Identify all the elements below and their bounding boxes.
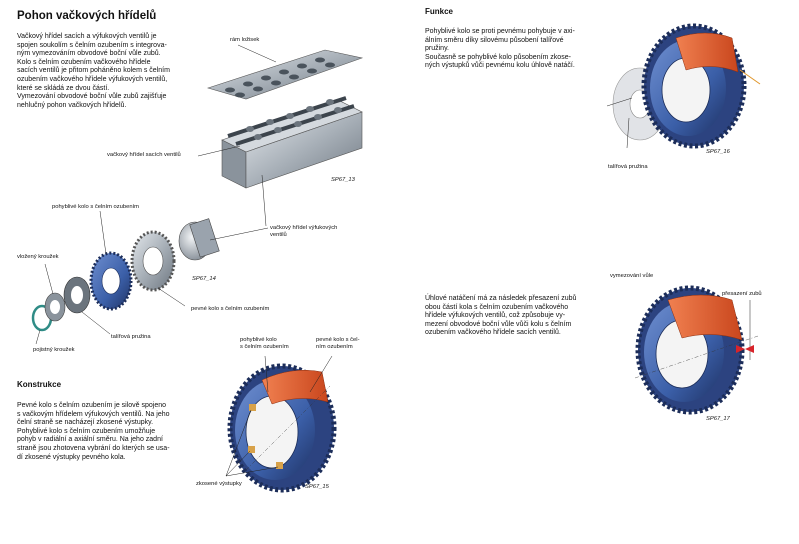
construction-paragraph: Pevné kolo s čelním ozubením je silově s… xyxy=(17,402,217,462)
label-line: ventilů xyxy=(270,232,287,238)
page-title: Pohon vačkových hřídelů xyxy=(17,10,157,22)
text-line: s vačkovým hřídelem výfukových ventilů. … xyxy=(17,410,170,418)
text-line: sacích ventilů je přitom poháněno kolem … xyxy=(17,67,170,75)
text-line: mezení obvodové boční vůle vůči kolu s č… xyxy=(425,320,572,328)
text-line: ozubením vačkového hřídele výfukových ve… xyxy=(17,75,168,83)
text-line: obou částí kola s čelním ozubením vačkov… xyxy=(425,303,569,311)
label-bevel-lugs: zkosené výstupky xyxy=(196,481,242,487)
label-fixed-gear: pevné kolo s čelním ozubením xyxy=(191,306,270,312)
label-line: vačkový hřídel výfukových xyxy=(270,225,338,231)
bearing-frame-drawing xyxy=(206,49,364,100)
label-tooth-offset: přesazení zubů xyxy=(722,291,762,297)
label-fixed-gear-construction: pevné kolo s čel- ním ozubením xyxy=(316,337,360,351)
text-line: nehlučný pohon vačkových hřídelů. xyxy=(17,101,127,109)
construction-heading: Konstrukce xyxy=(17,380,62,389)
function-heading: Funkce xyxy=(425,7,454,16)
text-line: Úhlové natáčení má za následek přesazení… xyxy=(425,295,577,302)
gear-assembly-exploded-drawing xyxy=(31,174,269,345)
label-line: s čelním ozubením xyxy=(240,344,289,350)
text-line: ných výstupků vůči pevnému kolu úhlově n… xyxy=(425,62,575,70)
function-gear-drawing xyxy=(606,23,761,149)
label-bearing-frame: rám ložisek xyxy=(230,37,260,43)
text-line: Vymezování obvodové boční vůle zubů zaji… xyxy=(17,93,167,101)
backlash-gear-drawing xyxy=(634,285,759,415)
label-line: pevné kolo s čel- xyxy=(316,337,360,343)
construction-gear-drawing xyxy=(225,355,337,493)
label-exhaust-camshaft: vačkový hřídel výfukových ventilů xyxy=(270,225,337,239)
text-line: Pohyblivé kolo s čelním ozubením umožňuj… xyxy=(17,427,156,435)
figure-code-sp67-13: SP67_13 xyxy=(331,177,355,183)
text-line: čelní straně se nacházejí zkosené výstup… xyxy=(17,419,154,427)
label-line: ním ozubením xyxy=(316,344,353,350)
label-insert-ring: vložený kroužek xyxy=(17,254,59,260)
figure-code-sp67-15: SP67_15 xyxy=(305,484,329,490)
cylinder-head-drawing xyxy=(197,44,363,189)
label-disc-spring: talířová pružina xyxy=(111,334,151,340)
label-line: pohyblivé kolo xyxy=(240,337,277,343)
label-movable-gear: pohyblivé kolo s čelním ozubením xyxy=(52,204,139,210)
label-backlash-title: vymezování vůle xyxy=(610,273,654,279)
text-line: které se skládá ze dvou částí. xyxy=(17,84,110,92)
backlash-paragraph: Úhlové natáčení má za následek přesazení… xyxy=(425,295,610,338)
text-line: hřídele výfukových ventilů, což způsobuj… xyxy=(425,312,566,320)
text-line: ným vymezováním obvodové boční vůle zubů… xyxy=(17,50,161,58)
text-line: Pohyblivé kolo se proti pevnému pohybuje… xyxy=(425,28,575,35)
text-line: dí zkosené výstupky pevného kola. xyxy=(17,453,126,461)
text-line: spojen soukolím s čelním ozubením s inte… xyxy=(17,41,167,49)
figure-code-sp67-16: SP67_16 xyxy=(706,149,730,155)
text-line: pohyb v radiální a axiální směru. Na jeh… xyxy=(17,436,163,444)
label-movable-gear-construction: pohyblivé kolo s čelním ozubením xyxy=(240,337,289,351)
text-line: álním směru díky silovému působení talíř… xyxy=(425,36,564,44)
function-paragraph: Pohyblivé kolo se proti pevnému pohybuje… xyxy=(425,28,605,71)
text-line: Kolo s čelním ozubením vačkového hřídele xyxy=(17,58,151,66)
text-line: Vačkový hřídel sacích a výfukových venti… xyxy=(17,33,157,40)
figure-code-sp67-17: SP67_17 xyxy=(706,416,730,422)
text-line: Současně se pohyblivé kolo působením zko… xyxy=(425,53,571,61)
text-line: pružiny. xyxy=(425,45,449,53)
text-line: ozubením vačkového hřídele sacích ventil… xyxy=(425,329,561,337)
label-circlip: pojistný kroužek xyxy=(33,347,75,353)
label-intake-camshaft: vačkový hřídel sacích ventilů xyxy=(107,152,181,158)
figure-code-sp67-14: SP67_14 xyxy=(192,276,216,282)
text-line: Pevné kolo s čelním ozubením je silově s… xyxy=(17,402,167,409)
label-disc-spring-function: talířová pružina xyxy=(608,164,648,170)
text-line: straně jsou zhotovena vybrání do kterých… xyxy=(17,444,170,452)
intro-paragraph: Vačkový hřídel sacích a výfukových venti… xyxy=(17,33,207,110)
